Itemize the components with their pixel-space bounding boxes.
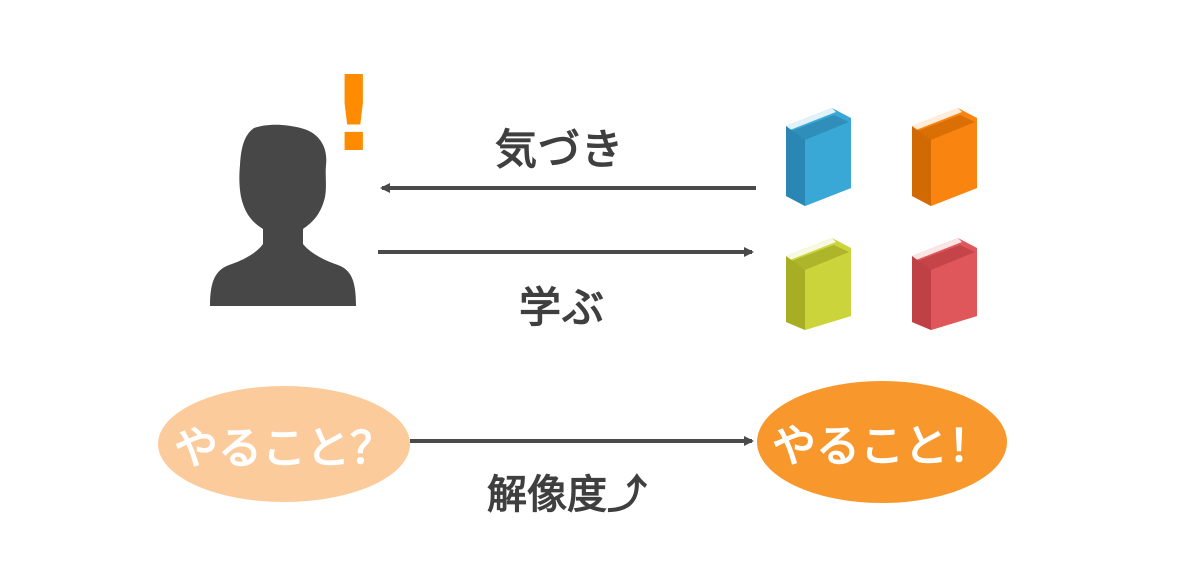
- manabu-label: 学ぶ: [519, 283, 606, 332]
- exclamation-icon: !: [330, 53, 378, 175]
- kizuki-label: 気づき: [495, 125, 625, 174]
- oval-before-text: やること？: [174, 423, 394, 474]
- book-icon-orange: [912, 108, 977, 206]
- person-icon: [210, 124, 356, 307]
- book-icon-red: [912, 238, 977, 330]
- book-icon-green: [786, 238, 851, 330]
- book-icon-blue: [786, 108, 851, 206]
- resolution-label: 解像度⤴: [487, 472, 647, 518]
- oval-before: やること？: [158, 386, 410, 502]
- oval-after: やること！: [757, 381, 1007, 503]
- oval-after-text: やること！: [772, 421, 992, 472]
